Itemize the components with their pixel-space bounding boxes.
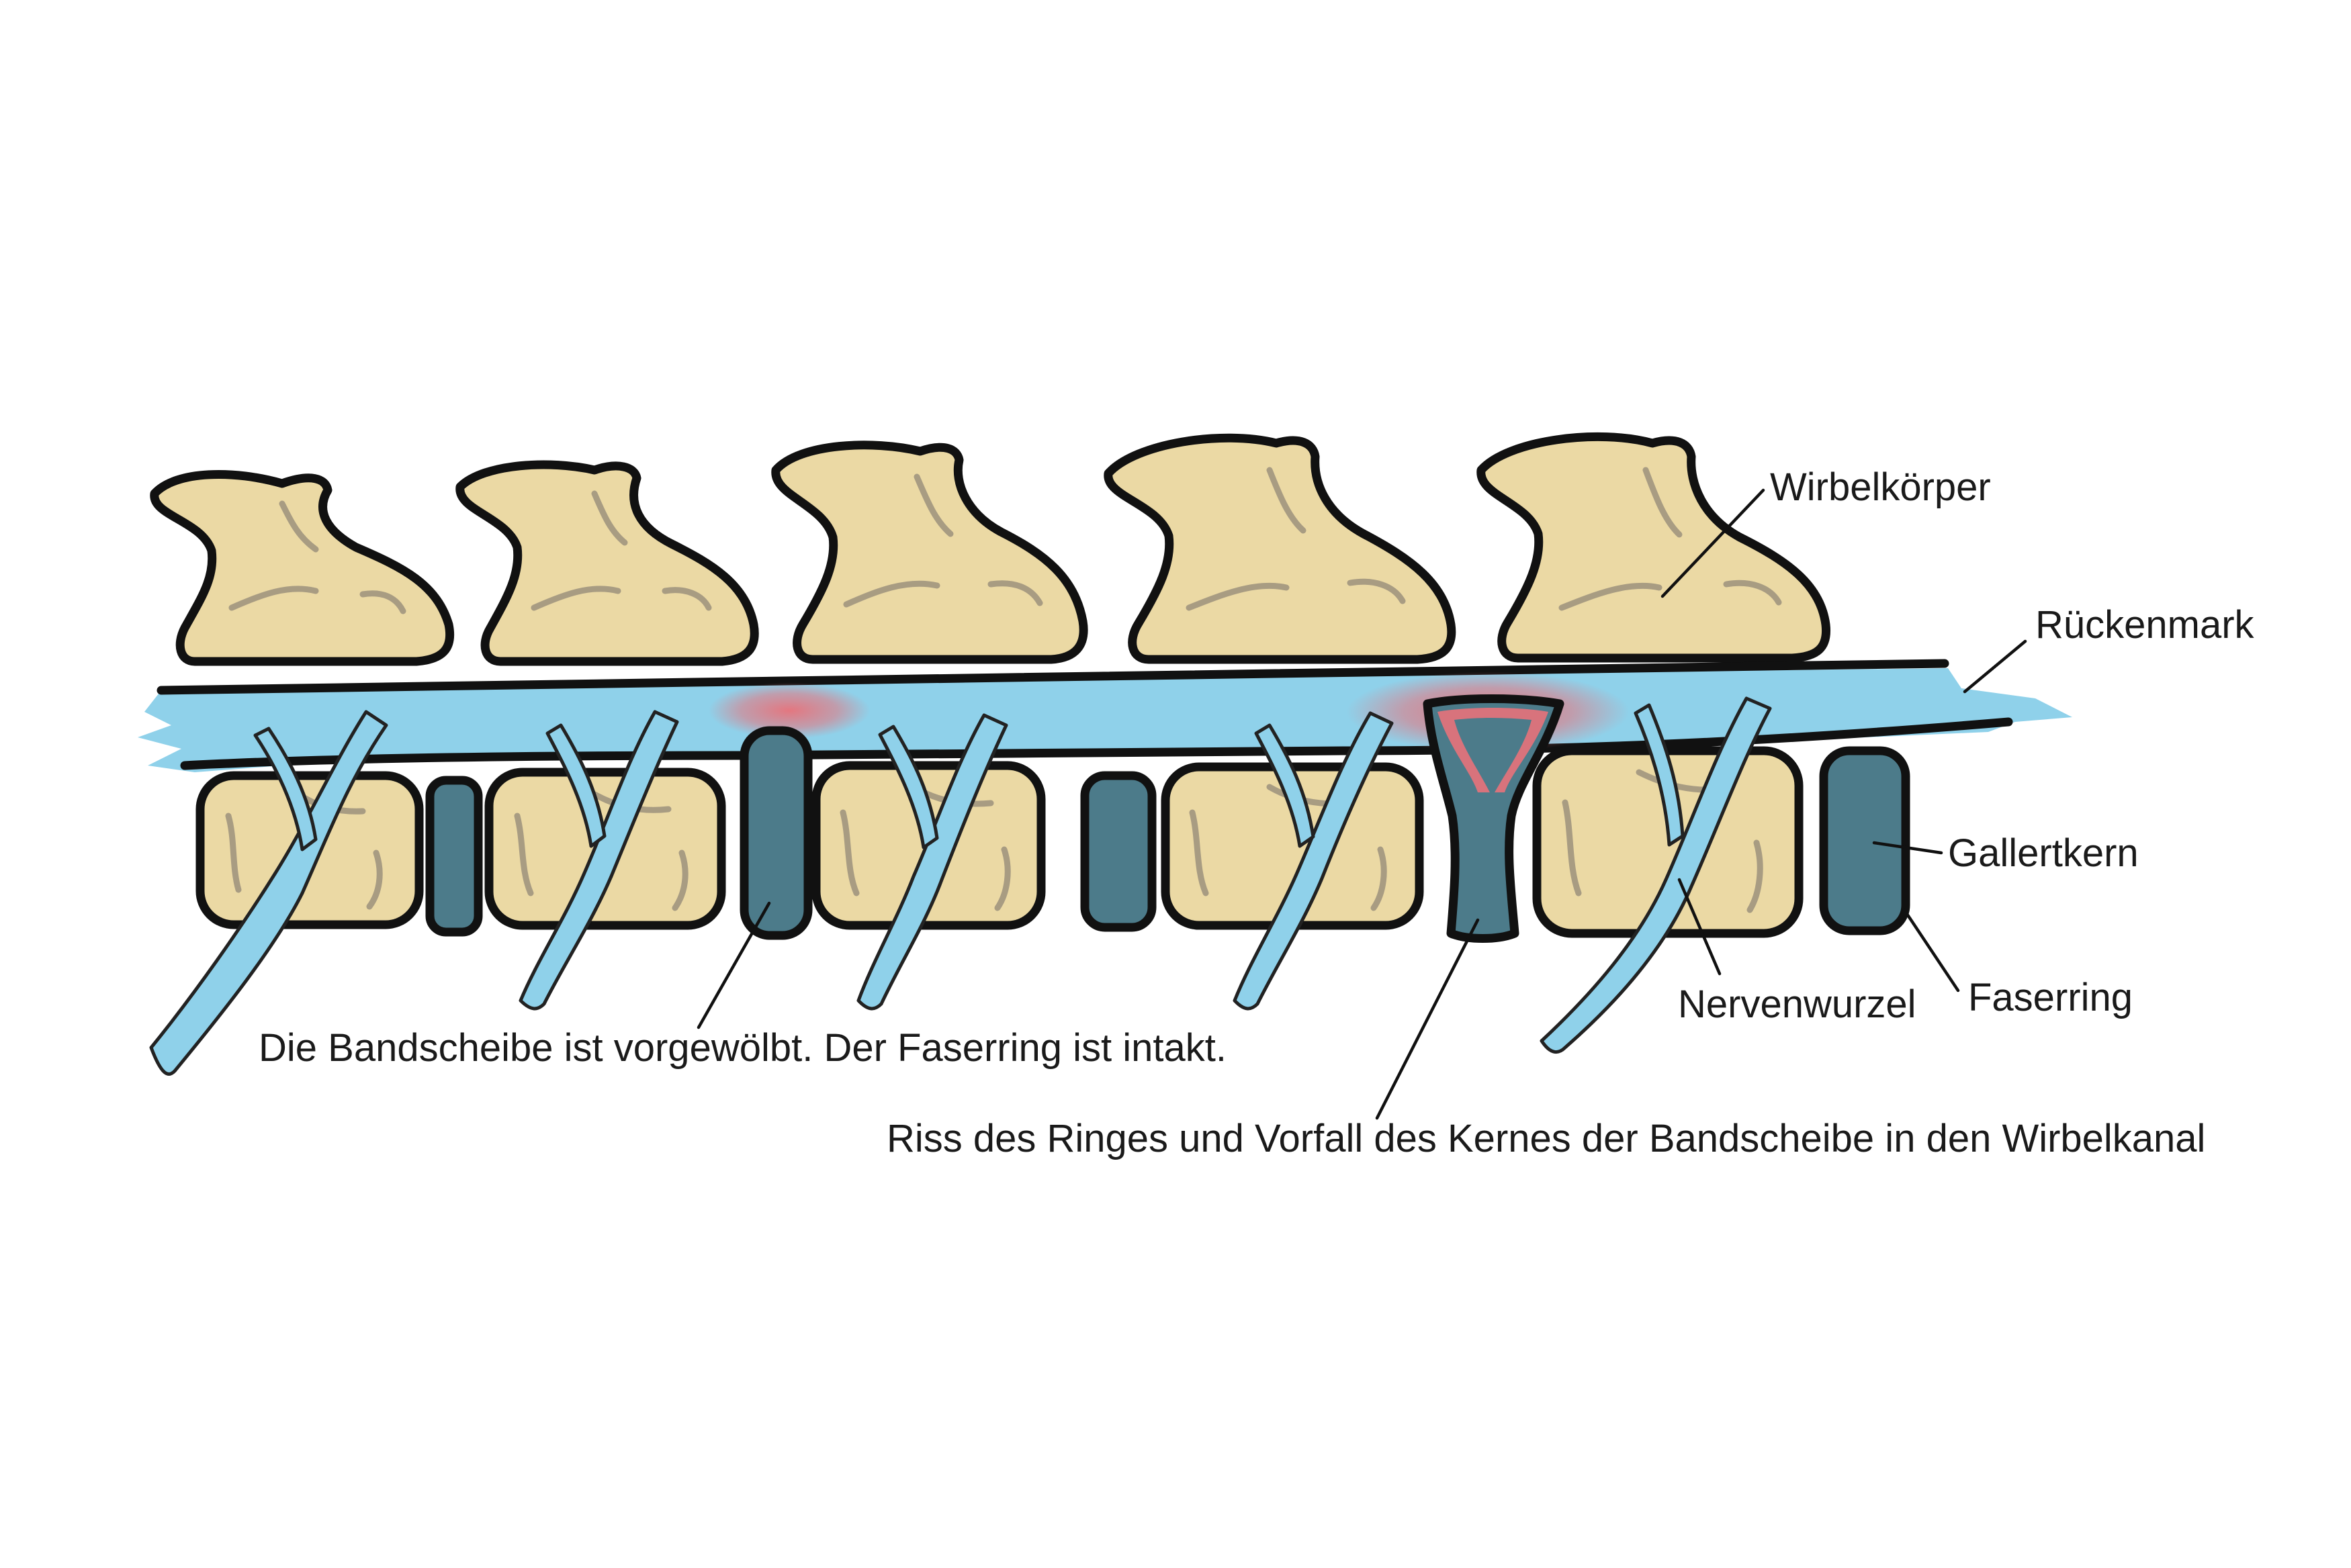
spinous-process	[771, 441, 1088, 664]
spinous-process	[1476, 432, 1831, 663]
nerve-root	[149, 710, 388, 1076]
disc	[1819, 746, 1910, 935]
nerve-root	[1540, 696, 1772, 1054]
spinous-process	[455, 460, 759, 666]
spinous-processes	[150, 432, 1831, 666]
spinous-process	[1104, 433, 1456, 664]
nerve-root	[519, 710, 679, 1011]
label-nervenwurzel: Nervenwurzel	[1678, 982, 1916, 1026]
spinous-process	[150, 470, 455, 666]
label-gallertkern: Gallertkern	[1948, 831, 2139, 875]
nerve-root	[1233, 711, 1394, 1011]
nerve-root	[856, 713, 1008, 1011]
caption-bulging-disc: Die Bandscheibe ist vorgewölbt. Der Fase…	[259, 1026, 1227, 1070]
disc	[1080, 771, 1157, 932]
leader-lines	[697, 488, 2027, 1120]
disc	[425, 776, 483, 937]
labels: Wirbelkörper Rückenmark Gallertkern Fase…	[259, 465, 2255, 1160]
nerve-roots	[149, 696, 1772, 1076]
intervertebral-discs	[425, 694, 1910, 943]
label-rueckenmark: Rückenmark	[2035, 603, 2255, 647]
disc-bulging	[740, 726, 813, 940]
caption-herniated-disc: Riss des Ringes und Vorfall des Kernes d…	[887, 1117, 2205, 1160]
label-faserring: Faserring	[1968, 976, 2133, 1019]
label-wirbelkoerper: Wirbelkörper	[1770, 465, 1991, 509]
